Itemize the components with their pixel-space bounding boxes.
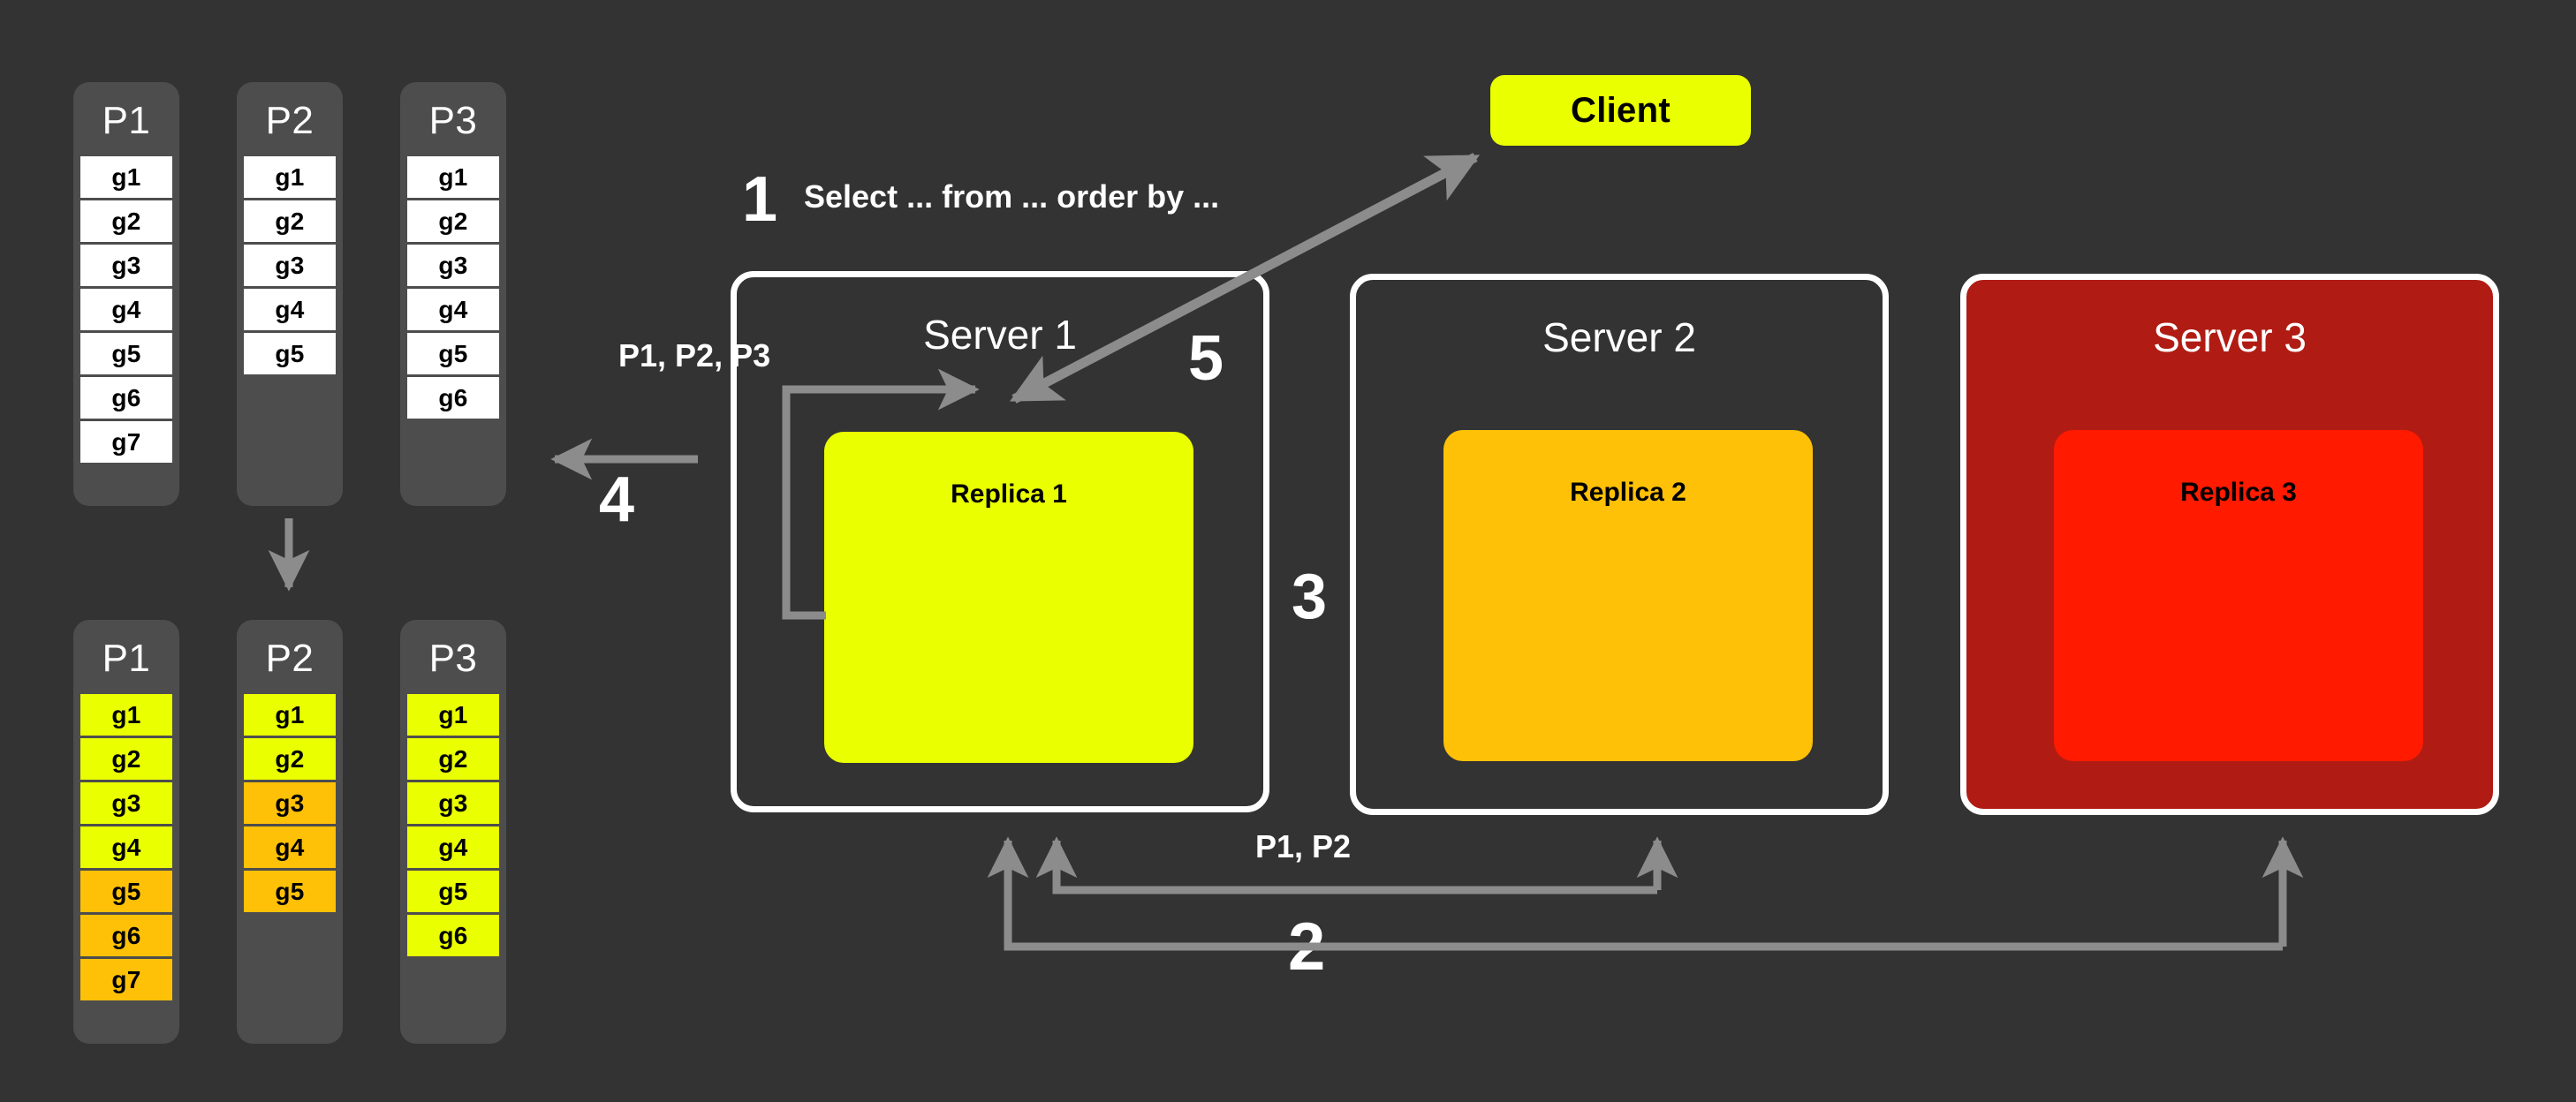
server-2[interactable]: Server 2 Replica 2 [1350,274,1889,815]
partition-title: P2 [265,637,314,680]
partition-cell-stack: g1 g2 g3 g4 g5 g6 [407,694,499,956]
partition-title: P1 [102,637,151,680]
partition-cell-stack: g1 g2 g3 g4 g5 [244,156,336,374]
server-title: Server 2 [1542,314,1696,360]
step-number-2: 2 [1288,910,1326,985]
partition-after-p3: P3 g1 g2 g3 g4 g5 g6 [400,620,506,1044]
partition-title: P2 [265,99,314,142]
partition-cell: g4 [80,826,172,868]
step-number-1: 1 [742,164,778,235]
step-number-5: 5 [1188,323,1224,394]
partition-cell: g7 [80,959,172,1000]
step-number-3: 3 [1292,562,1328,632]
partition-cell: g1 [244,694,336,736]
partition-cell: g6 [407,377,499,419]
partition-cell: g2 [244,738,336,780]
partition-cell: g3 [244,782,336,824]
partition-title: P3 [428,637,478,680]
partition-before-p1: P1 g1 g2 g3 g4 g5 g6 g7 [73,82,179,506]
partition-before-p3: P3 g1 g2 g3 g4 g5 g6 [400,82,506,506]
partition-cell: g2 [80,738,172,780]
partition-cell: g4 [80,289,172,330]
partition-cell: g6 [80,377,172,419]
arrow-server2-to-server1 [1035,836,1678,894]
partition-title: P1 [102,99,151,142]
partition-cell: g3 [80,245,172,286]
query-label: Select ... from ... order by ... [804,178,1220,215]
two-partitions-label: P1, P2 [1255,828,1352,864]
server-title: Server 1 [923,312,1077,358]
partition-cell: g1 [407,156,499,198]
partition-cell: g1 [80,694,172,736]
partition-after-p2: P2 g1 g2 g3 g4 g5 [237,620,343,1044]
partition-before-p2: P2 g1 g2 g3 g4 g5 [237,82,343,506]
partition-cell: g4 [244,289,336,330]
partition-cell: g7 [80,421,172,463]
partition-after-p1: P1 g1 g2 g3 g4 g5 g6 g7 [73,620,179,1044]
partition-cell: g5 [407,333,499,374]
partition-cell: g2 [407,738,499,780]
partition-cell: g2 [80,200,172,242]
partition-cell-stack: g1 g2 g3 g4 g5 g6 g7 [80,694,172,1000]
partition-cell: g4 [244,826,336,868]
partition-cell: g4 [407,826,499,868]
partition-cell-stack: g1 g2 g3 g4 g5 [244,694,336,912]
partition-cell: g5 [244,871,336,912]
partition-cell-stack: g1 g2 g3 g4 g5 g6 g7 [80,156,172,463]
partition-cell: g1 [407,694,499,736]
replica-1[interactable]: Replica 1 [824,432,1193,763]
partition-cell: g5 [80,871,172,912]
partition-cell: g1 [244,156,336,198]
all-partitions-label: P1, P2, P3 [618,337,771,374]
partition-cell: g6 [80,915,172,956]
partition-cell: g3 [244,245,336,286]
partition-cell: g3 [407,782,499,824]
replica-2[interactable]: Replica 2 [1443,430,1813,761]
partition-cell: g3 [407,245,499,286]
partition-cell-stack: g1 g2 g3 g4 g5 g6 [407,156,499,419]
partition-cell: g6 [407,915,499,956]
arrow-server3-to-server1 [987,836,2304,951]
replica-3[interactable]: Replica 3 [2054,430,2423,761]
client-box[interactable]: Client [1490,75,1751,146]
partition-cell: g2 [407,200,499,242]
step-number-4: 4 [599,464,635,535]
partition-cell: g5 [244,333,336,374]
partition-cell: g1 [80,156,172,198]
partition-title: P3 [428,99,478,142]
partition-cell: g2 [244,200,336,242]
server-title: Server 3 [2153,314,2307,360]
server-3[interactable]: Server 3 Replica 3 [1960,274,2499,815]
partition-cell: g4 [407,289,499,330]
partition-cell: g5 [407,871,499,912]
partition-cell: g3 [80,782,172,824]
partition-cell: g5 [80,333,172,374]
